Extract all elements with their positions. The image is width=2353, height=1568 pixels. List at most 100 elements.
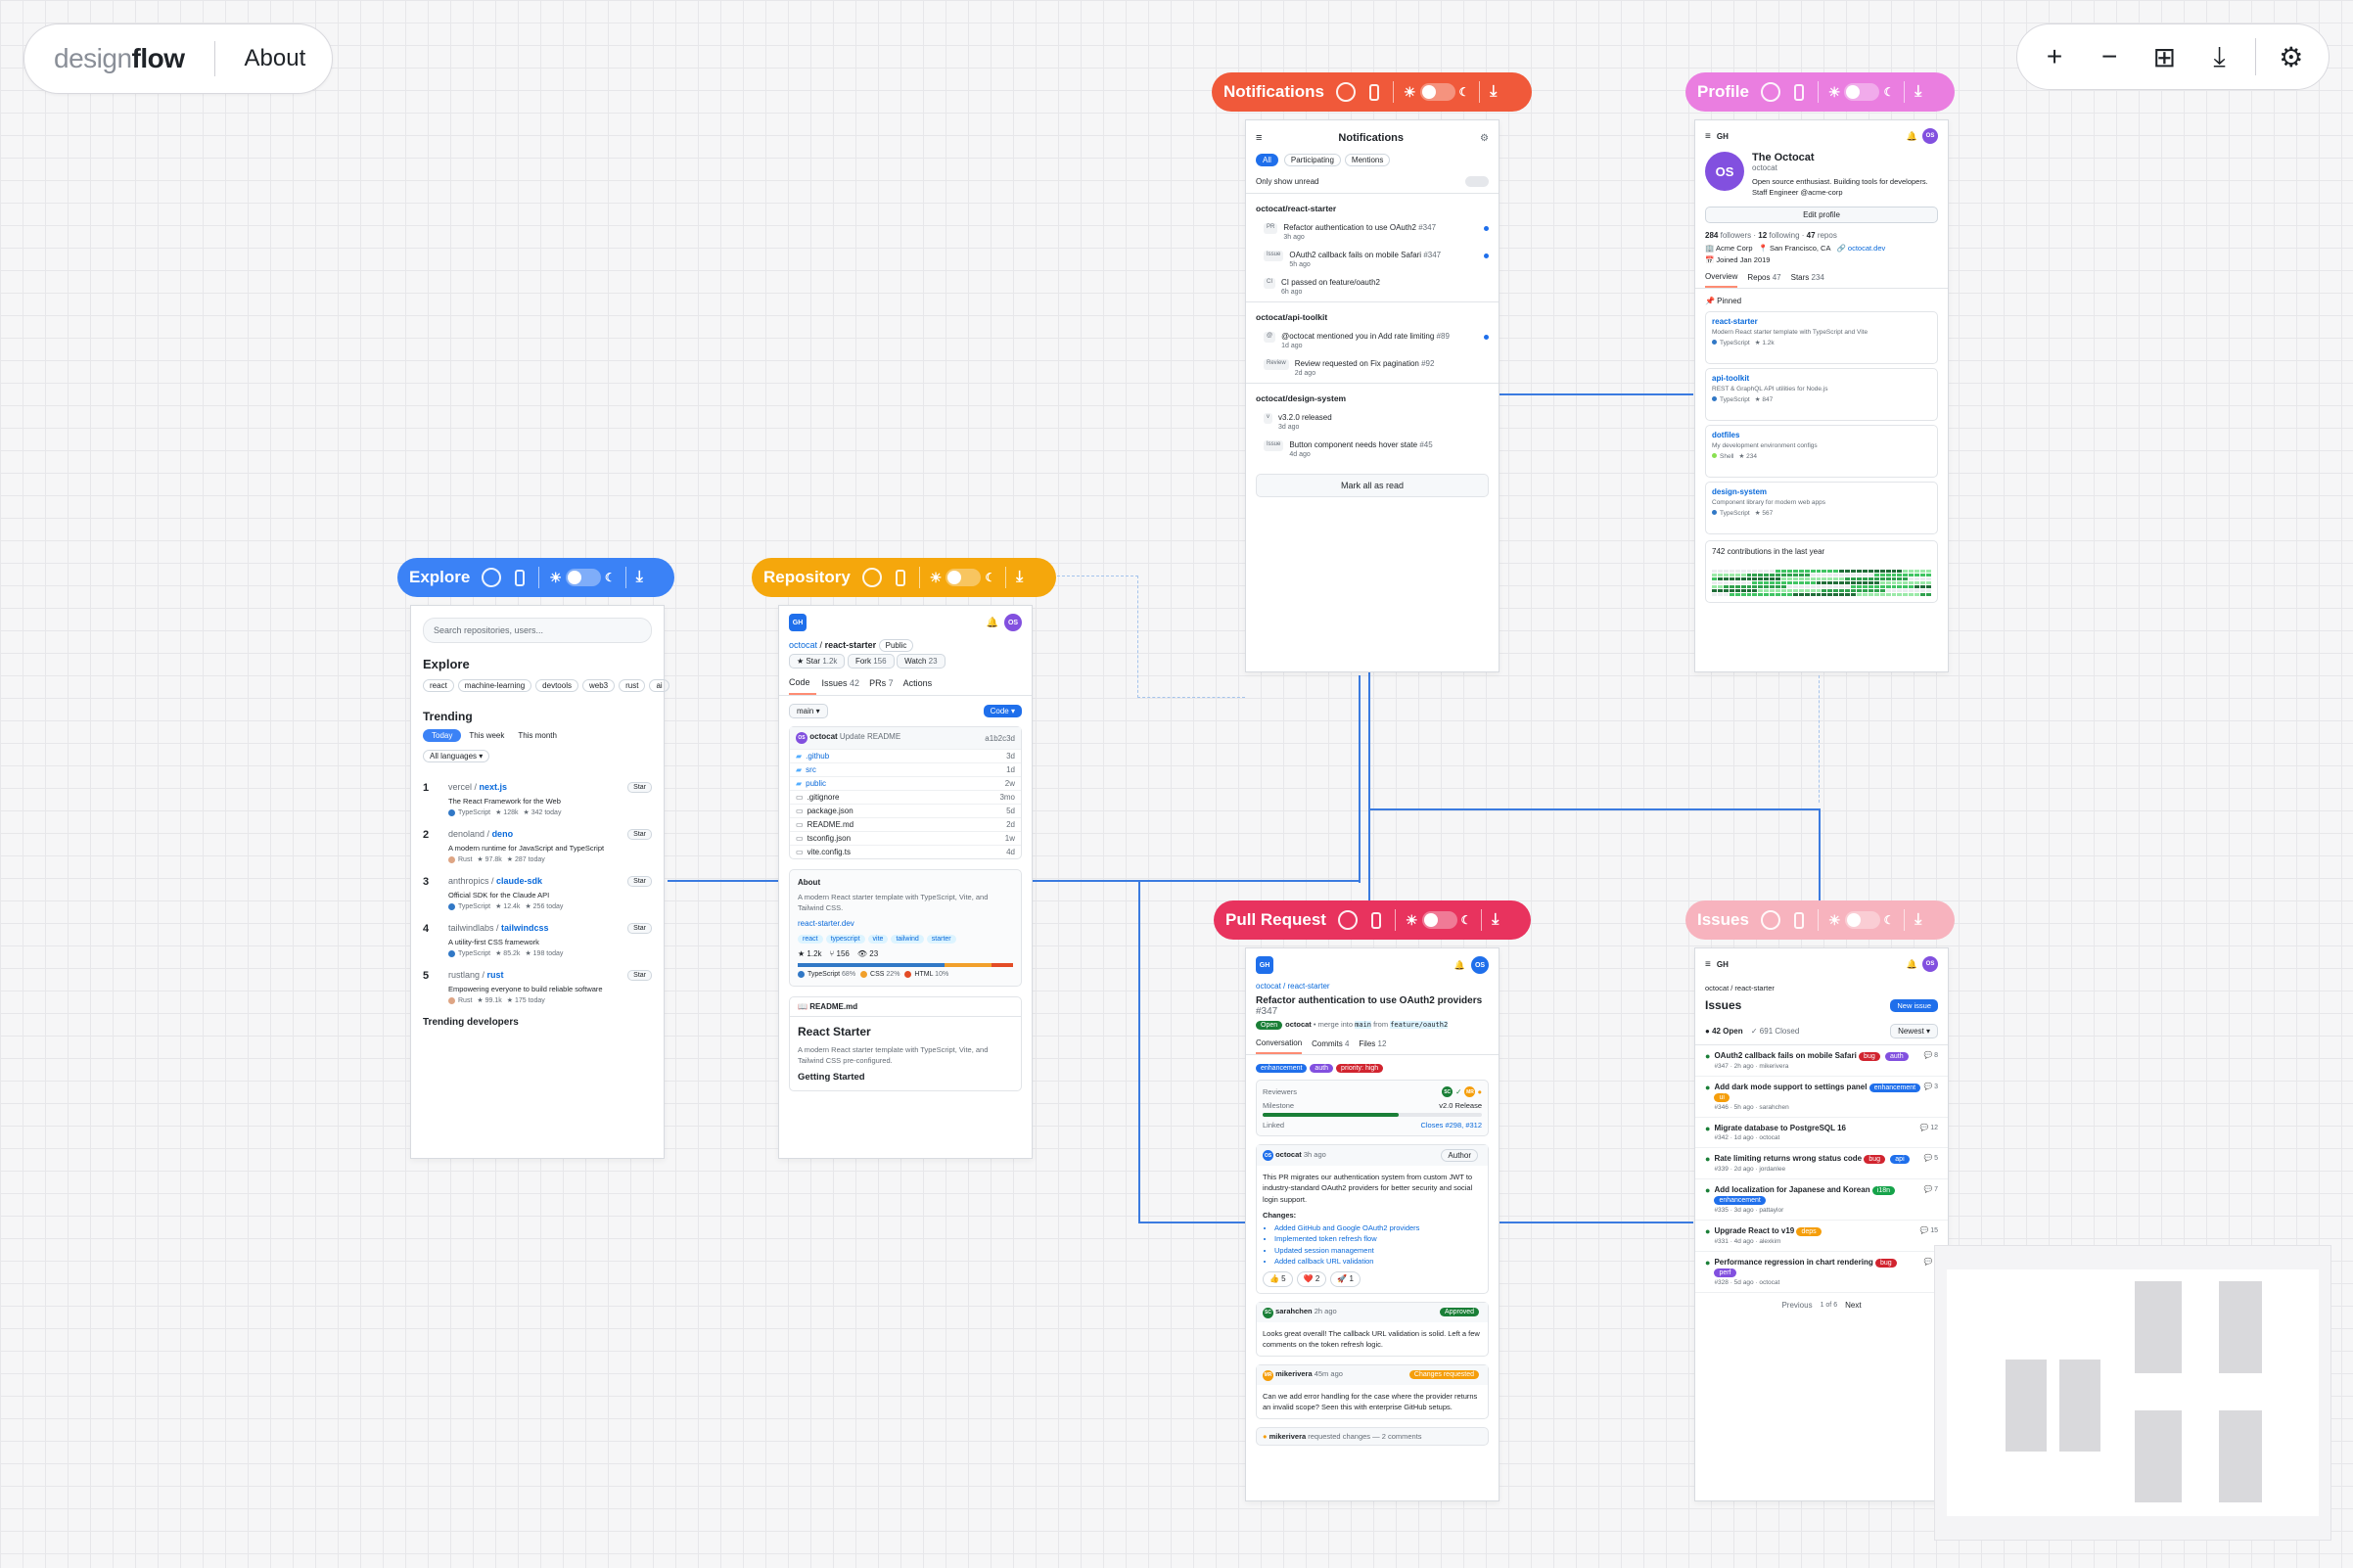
gh-logo[interactable]: GH — [789, 614, 807, 631]
phone-icon[interactable] — [1370, 911, 1381, 929]
notification-group-repo[interactable]: octocat/design-system — [1246, 383, 1499, 409]
tab-overview[interactable]: Overview — [1705, 272, 1738, 288]
milestone-value[interactable]: v2.0 Release — [1439, 1101, 1482, 1110]
pill-explore[interactable]: Explore ☀☾⤓ — [397, 558, 674, 597]
avatar[interactable]: OS — [1004, 614, 1022, 631]
repo-link[interactable]: tailwindcss — [501, 923, 549, 933]
circle-icon[interactable] — [861, 568, 882, 587]
topic-chip[interactable]: devtools — [535, 679, 578, 692]
unread-toggle[interactable] — [1465, 176, 1489, 187]
issue-row[interactable]: ●Add dark mode support to settings panel… — [1695, 1077, 1948, 1118]
issue-row[interactable]: ●OAuth2 callback fails on mobile Safari … — [1695, 1045, 1948, 1077]
explore-search[interactable]: Search repositories, users... — [423, 618, 652, 643]
download-icon[interactable]: ⤓ — [635, 569, 643, 585]
star-button[interactable]: Star — [627, 970, 652, 981]
app-logo[interactable]: designflow — [54, 43, 185, 73]
issue-label[interactable]: bug — [1859, 1052, 1880, 1061]
circle-icon[interactable] — [1337, 910, 1358, 930]
fork-button[interactable]: Fork 156 — [847, 654, 895, 669]
theme-toggle[interactable] — [946, 569, 982, 586]
previous-page[interactable]: Previous — [1781, 1301, 1813, 1310]
next-page[interactable]: Next — [1845, 1301, 1862, 1310]
topic-chip[interactable]: machine-learning — [457, 679, 532, 692]
tab-stars[interactable]: Stars 234 — [1790, 272, 1824, 282]
download-icon[interactable]: ⤓ — [1492, 911, 1499, 928]
star-button[interactable]: Star — [627, 829, 652, 840]
grid-icon[interactable]: ⊞ — [2152, 41, 2177, 72]
avatar[interactable]: OS — [1922, 128, 1938, 144]
branch-select[interactable]: main ▾ — [789, 704, 828, 718]
tab-repos[interactable]: Repos 47 — [1747, 272, 1781, 282]
bell-icon[interactable]: 🔔 — [986, 617, 998, 628]
issue-label[interactable]: bug — [1874, 1259, 1897, 1268]
repo-link[interactable]: deno — [491, 829, 514, 839]
topic-tag[interactable]: vite — [867, 934, 889, 944]
pr-label[interactable]: auth — [1310, 1064, 1334, 1073]
bell-icon[interactable]: 🔔 — [1453, 959, 1465, 970]
about-link[interactable]: About — [244, 45, 306, 71]
circle-icon[interactable] — [1760, 910, 1780, 930]
topic-tag[interactable]: react — [798, 934, 823, 944]
theme-toggle[interactable] — [565, 569, 601, 586]
issue-label[interactable]: enhancement — [1869, 1084, 1921, 1092]
pill-pull-request[interactable]: Pull Request ☀☾⤓ — [1214, 900, 1531, 940]
phone-icon[interactable] — [1793, 83, 1804, 101]
topic-chip[interactable]: rust — [619, 679, 646, 692]
issues-breadcrumb[interactable]: octocat / react-starter — [1705, 984, 1775, 992]
issue-label[interactable]: bug — [1864, 1155, 1886, 1164]
repo-name-link[interactable]: react-starter — [824, 640, 877, 650]
download-icon[interactable]: ⤓ — [1915, 83, 1922, 100]
pill-notifications[interactable]: Notifications ☀☾⤓ — [1212, 72, 1532, 112]
star-button[interactable]: ★ Star 1.2k — [789, 654, 846, 669]
download-icon[interactable]: ⤓ — [2213, 40, 2226, 71]
zoom-out-icon[interactable]: − — [2101, 41, 2118, 71]
gh-logo[interactable]: GH — [1256, 956, 1273, 974]
download-icon[interactable]: ⤓ — [1490, 83, 1498, 100]
topic-chip[interactable]: react — [423, 679, 454, 692]
new-issue-button[interactable]: New issue — [1890, 998, 1938, 1012]
phone-icon[interactable] — [1368, 83, 1379, 101]
closed-count[interactable]: ✓ 691 Closed — [1750, 1027, 1800, 1036]
theme-toggle[interactable] — [1844, 911, 1880, 929]
phone-icon[interactable] — [895, 569, 905, 586]
website-link[interactable]: 🔗 octocat.dev — [1836, 243, 1886, 253]
issue-row[interactable]: ●Migrate database to PostgreSQL 16#342 ·… — [1695, 1118, 1948, 1148]
menu-icon[interactable]: ≡ — [1256, 132, 1263, 144]
menu-icon[interactable]: ≡ — [1705, 958, 1711, 970]
filter-all[interactable]: All — [1256, 154, 1278, 166]
star-button[interactable]: Star — [627, 876, 652, 887]
tab-actions[interactable]: Actions — [902, 678, 933, 688]
avatar[interactable]: OS — [1922, 956, 1938, 972]
zoom-in-icon[interactable]: + — [2046, 41, 2063, 71]
notification-item[interactable]: @@octocat mentioned you in Add rate limi… — [1246, 328, 1499, 355]
commit-hash[interactable]: a1b2c3d — [985, 733, 1015, 743]
issue-label[interactable]: enhancement — [1714, 1196, 1766, 1205]
pr-label[interactable]: enhancement — [1256, 1064, 1308, 1073]
tab-commits[interactable]: Commits 4 — [1312, 1039, 1350, 1048]
repo-link[interactable]: rust — [486, 970, 504, 980]
download-icon[interactable]: ⤓ — [1016, 569, 1024, 585]
theme-toggle[interactable] — [1421, 911, 1457, 929]
issue-label[interactable]: api — [1890, 1155, 1910, 1164]
mark-all-read-button[interactable]: Mark all as read — [1256, 474, 1489, 497]
open-count[interactable]: ● 42 Open — [1705, 1027, 1743, 1036]
menu-icon[interactable]: ≡ — [1705, 130, 1711, 142]
gh-logo[interactable]: GH — [1716, 959, 1729, 969]
tab-code[interactable]: Code — [789, 677, 816, 695]
issue-label[interactable]: i18n — [1871, 1186, 1896, 1195]
pr-label[interactable]: priority: high — [1336, 1064, 1384, 1073]
theme-toggle[interactable] — [1844, 83, 1880, 101]
settings-gear-icon[interactable]: ⚙ — [1480, 132, 1489, 144]
issue-label[interactable]: perf — [1714, 1268, 1736, 1277]
avatar[interactable]: OS — [1471, 956, 1489, 974]
